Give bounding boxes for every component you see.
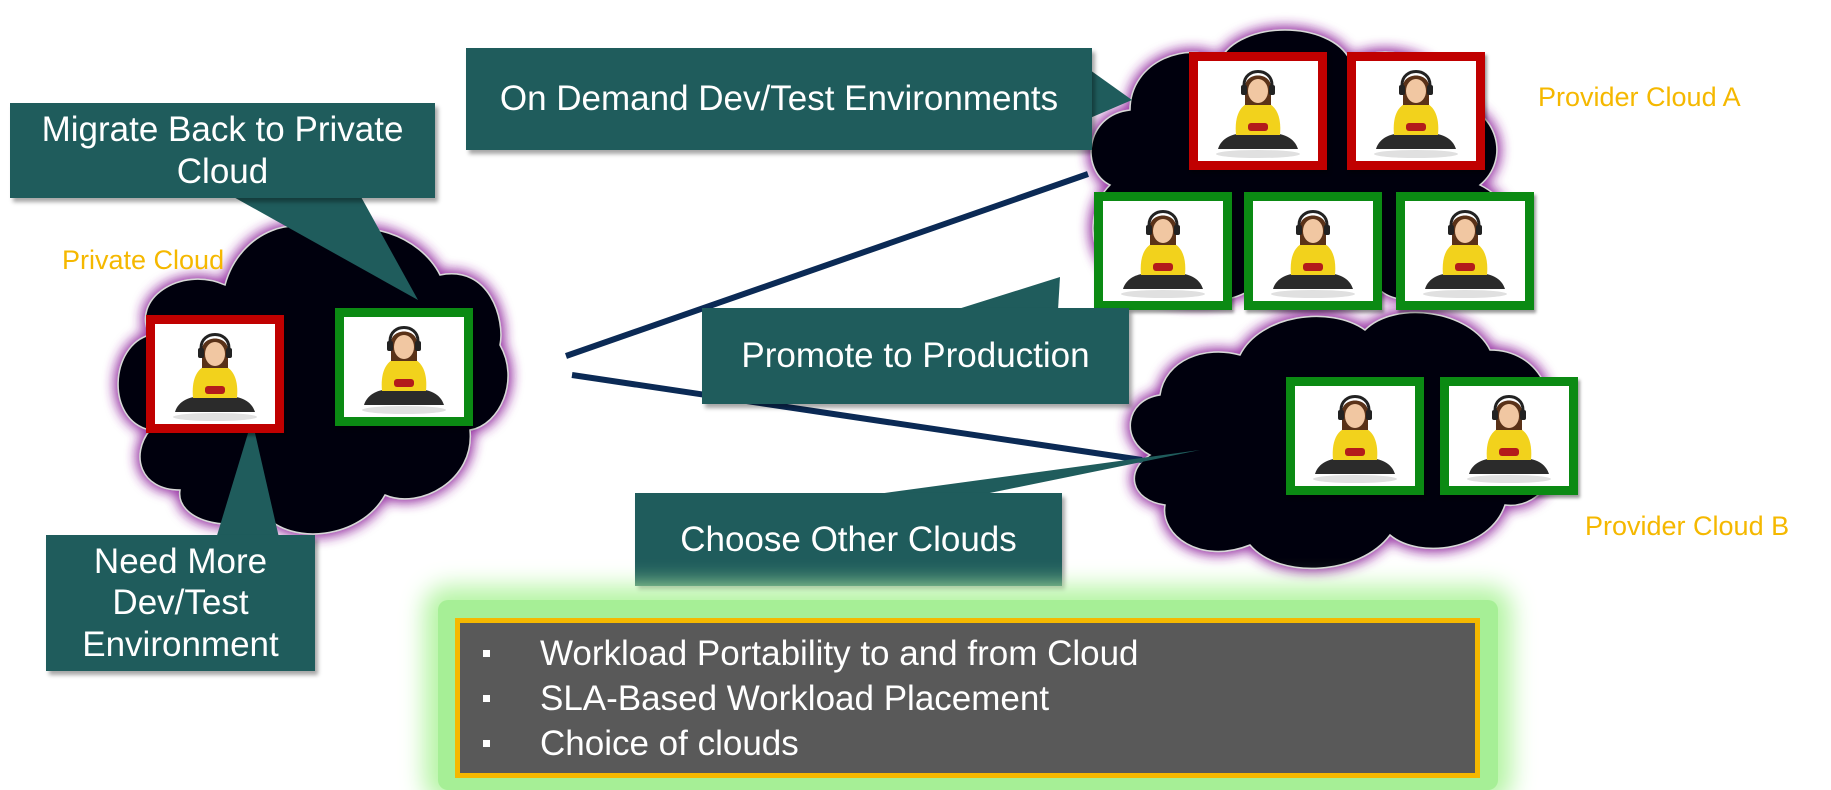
bullet-icon (483, 740, 490, 747)
vm-private-red (146, 315, 284, 433)
summary-item-text: SLA-Based Workload Placement (540, 679, 1050, 718)
callout-pointer-migrate (230, 195, 418, 300)
vm-cloud-b-green-2 (1440, 377, 1578, 495)
callout-on-demand: On Demand Dev/Test Environments (466, 48, 1092, 150)
callout-need-more: Need More Dev/Test Environment (46, 535, 315, 671)
summary-item-text: Choice of clouds (540, 724, 799, 763)
summary-item: Choice of clouds (460, 721, 1475, 766)
callout-promote: Promote to Production (702, 308, 1129, 404)
person-with-headphones-icon (1356, 61, 1476, 161)
callout-migrate-back: Migrate Back to Private Cloud (10, 103, 435, 198)
bullet-icon (483, 650, 490, 657)
summary-item: SLA-Based Workload Placement (460, 676, 1475, 721)
connector-to-cloud-a (565, 171, 1089, 359)
provider-cloud-b-label: Provider Cloud B (1585, 511, 1790, 541)
person-with-headphones-icon (1253, 201, 1373, 301)
person-with-headphones-icon (155, 324, 275, 424)
vm-cloud-a-green-1 (1094, 192, 1232, 310)
person-with-headphones-icon (344, 317, 464, 417)
person-with-headphones-icon (1198, 61, 1318, 161)
vm-cloud-a-green-2 (1244, 192, 1382, 310)
summary-box: Workload Portability to and from Cloud S… (455, 618, 1480, 778)
callout-pointer-promote (955, 277, 1060, 310)
callout-choose-other: Choose Other Clouds (635, 493, 1062, 586)
provider-cloud-a-label: Provider Cloud A (1538, 82, 1741, 112)
summary-item: Workload Portability to and from Cloud (460, 631, 1475, 676)
vm-private-green (335, 308, 473, 426)
callout-pointer-choose (870, 450, 1200, 495)
vm-cloud-a-green-3 (1396, 192, 1534, 310)
callout-pointer-on-demand (1090, 70, 1132, 118)
person-with-headphones-icon (1103, 201, 1223, 301)
vm-cloud-a-red-1 (1189, 52, 1327, 170)
person-with-headphones-icon (1405, 201, 1525, 301)
callout-pointer-need-more (215, 420, 280, 542)
summary-list: Workload Portability to and from Cloud S… (460, 623, 1475, 766)
person-with-headphones-icon (1449, 386, 1569, 486)
bullet-icon (483, 695, 490, 702)
private-cloud-label: Private Cloud (62, 245, 225, 275)
vm-cloud-b-green-1 (1286, 377, 1424, 495)
connector-to-cloud-b (571, 372, 1143, 463)
summary-item-text: Workload Portability to and from Cloud (540, 634, 1139, 673)
vm-cloud-a-red-2 (1347, 52, 1485, 170)
person-with-headphones-icon (1295, 386, 1415, 486)
